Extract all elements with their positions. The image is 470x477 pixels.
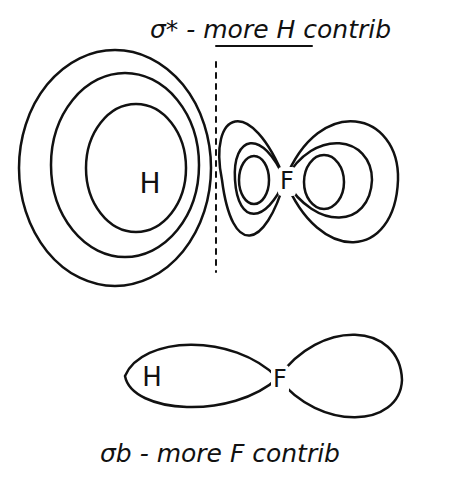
bonding-contour — [125, 335, 402, 418]
atom-symbol: H — [139, 169, 160, 200]
atom-region: F — [278, 167, 296, 196]
nodal-plane — [215, 62, 217, 272]
h-contour-outer — [19, 50, 211, 286]
atom-region: H — [140, 362, 164, 393]
note-text: σ* - more H contrib — [150, 16, 391, 44]
atom-region: F — [271, 365, 289, 394]
f-contour-middle — [235, 143, 372, 217]
f-contour-inner-left — [239, 156, 269, 204]
atom-symbol: H — [142, 363, 162, 392]
atom-symbol: F — [280, 168, 294, 194]
f-contour-outer — [219, 121, 398, 242]
f-contour-inner-right — [304, 155, 344, 209]
h-contour-middle — [51, 73, 199, 257]
note-text: σb - more F contrib — [100, 440, 340, 468]
h-contour-inner — [86, 104, 186, 232]
atom-symbol: F — [273, 366, 287, 392]
underline — [216, 45, 312, 47]
atom-region: H — [137, 168, 163, 201]
